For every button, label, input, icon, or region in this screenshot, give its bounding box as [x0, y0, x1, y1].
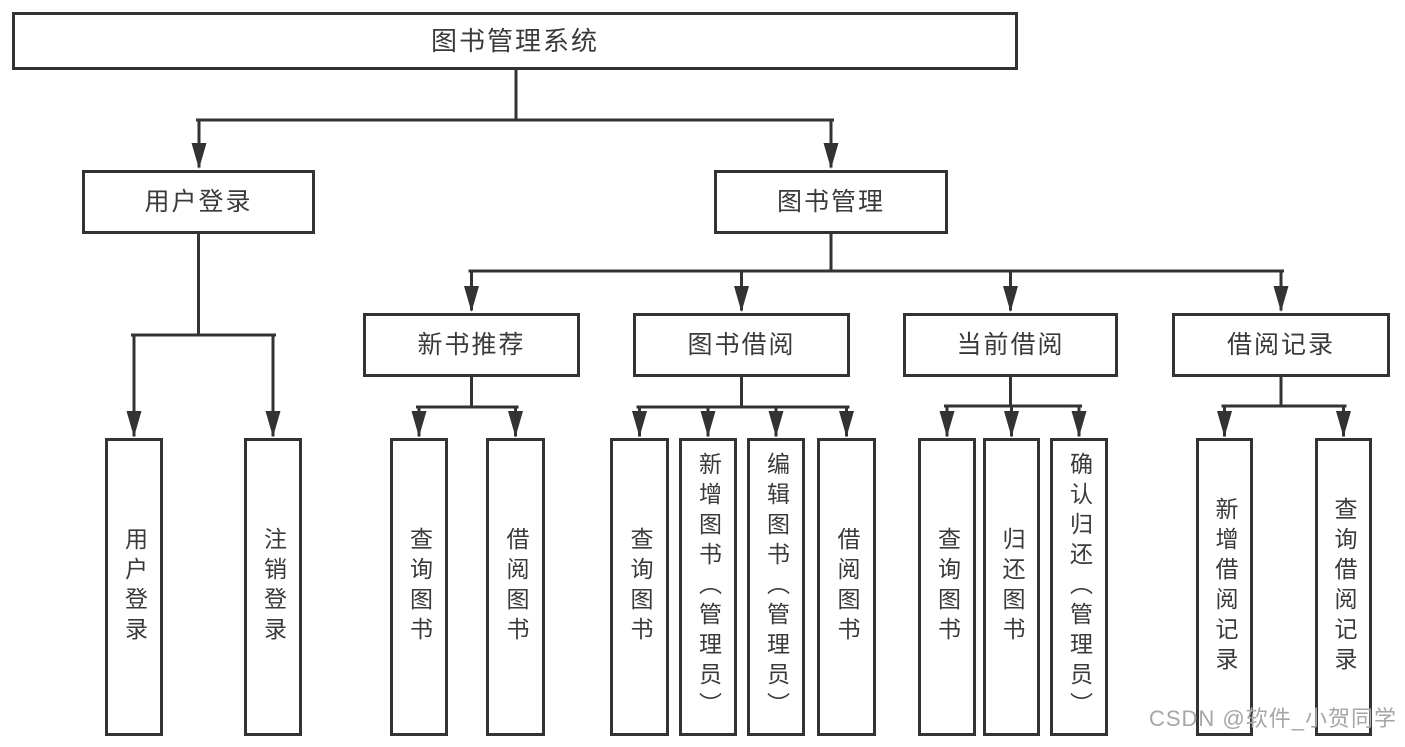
csdn-watermark: CSDN @软件_小贺同学 [1148, 706, 1397, 731]
node-label: 查询图书 [406, 527, 433, 647]
connector-book-management [468, 232, 1284, 311]
node-label: 图书管理系统 [430, 26, 599, 56]
leaf-logout: 注销登录 [244, 438, 302, 736]
node-label: 查询借阅记录 [1331, 497, 1357, 677]
node-library-system: 图书管理系统 [12, 12, 1018, 70]
node-label: 用户登录 [121, 527, 148, 647]
node-label: 图书管理 [776, 187, 885, 216]
leaf-query-borrow-record: 查询借阅记录 [1315, 438, 1372, 736]
node-label: 归还图书 [999, 527, 1025, 647]
node-borrow-records: 借阅记录 [1172, 313, 1390, 377]
node-label: 当前借阅 [956, 330, 1065, 359]
connector-borrow-records [1221, 375, 1347, 437]
leaf-add-borrow-record: 新增借阅记录 [1196, 438, 1253, 736]
node-label: 新增借阅记录 [1212, 497, 1238, 677]
node-label: 确认归还（管理员） [1066, 452, 1093, 722]
node-label: 借阅图书 [503, 527, 529, 647]
node-current-borrowing: 当前借阅 [903, 313, 1118, 377]
node-new-book-recommend: 新书推荐 [363, 313, 580, 377]
connector-root [196, 68, 834, 168]
node-label: 图书借阅 [687, 330, 796, 359]
leaf-add-book-admin: 新增图书（管理员） [679, 438, 737, 736]
leaf-borrow-books-recommend: 借阅图书 [486, 438, 545, 736]
leaf-query-books-current: 查询图书 [918, 438, 976, 736]
node-user-login: 用户登录 [82, 170, 315, 234]
node-label: 查询图书 [934, 527, 961, 647]
node-label: 借阅记录 [1226, 330, 1335, 359]
leaf-confirm-return-admin: 确认归还（管理员） [1050, 438, 1108, 736]
leaf-query-books-recommend: 查询图书 [390, 438, 448, 736]
node-label: 新书推荐 [417, 330, 526, 359]
connector-book-borrowing [636, 375, 850, 437]
connector-new-book-recommend [416, 375, 519, 437]
node-book-management: 图书管理 [714, 170, 948, 234]
node-label: 用户登录 [144, 187, 253, 216]
leaf-user-login: 用户登录 [105, 438, 163, 736]
node-label: 借阅图书 [834, 527, 860, 647]
connector-current-borrowing [944, 375, 1082, 437]
node-label: 注销登录 [260, 527, 287, 647]
connector-user-login [131, 232, 276, 437]
node-label: 新增图书（管理员） [695, 452, 722, 722]
node-label: 编辑图书（管理员） [763, 452, 790, 722]
node-label: 查询图书 [627, 527, 653, 647]
leaf-edit-book-admin: 编辑图书（管理员） [747, 438, 805, 736]
leaf-borrow-books: 借阅图书 [817, 438, 876, 736]
node-book-borrowing: 图书借阅 [633, 313, 850, 377]
leaf-query-books-borrowing: 查询图书 [610, 438, 669, 736]
leaf-return-books: 归还图书 [983, 438, 1040, 736]
